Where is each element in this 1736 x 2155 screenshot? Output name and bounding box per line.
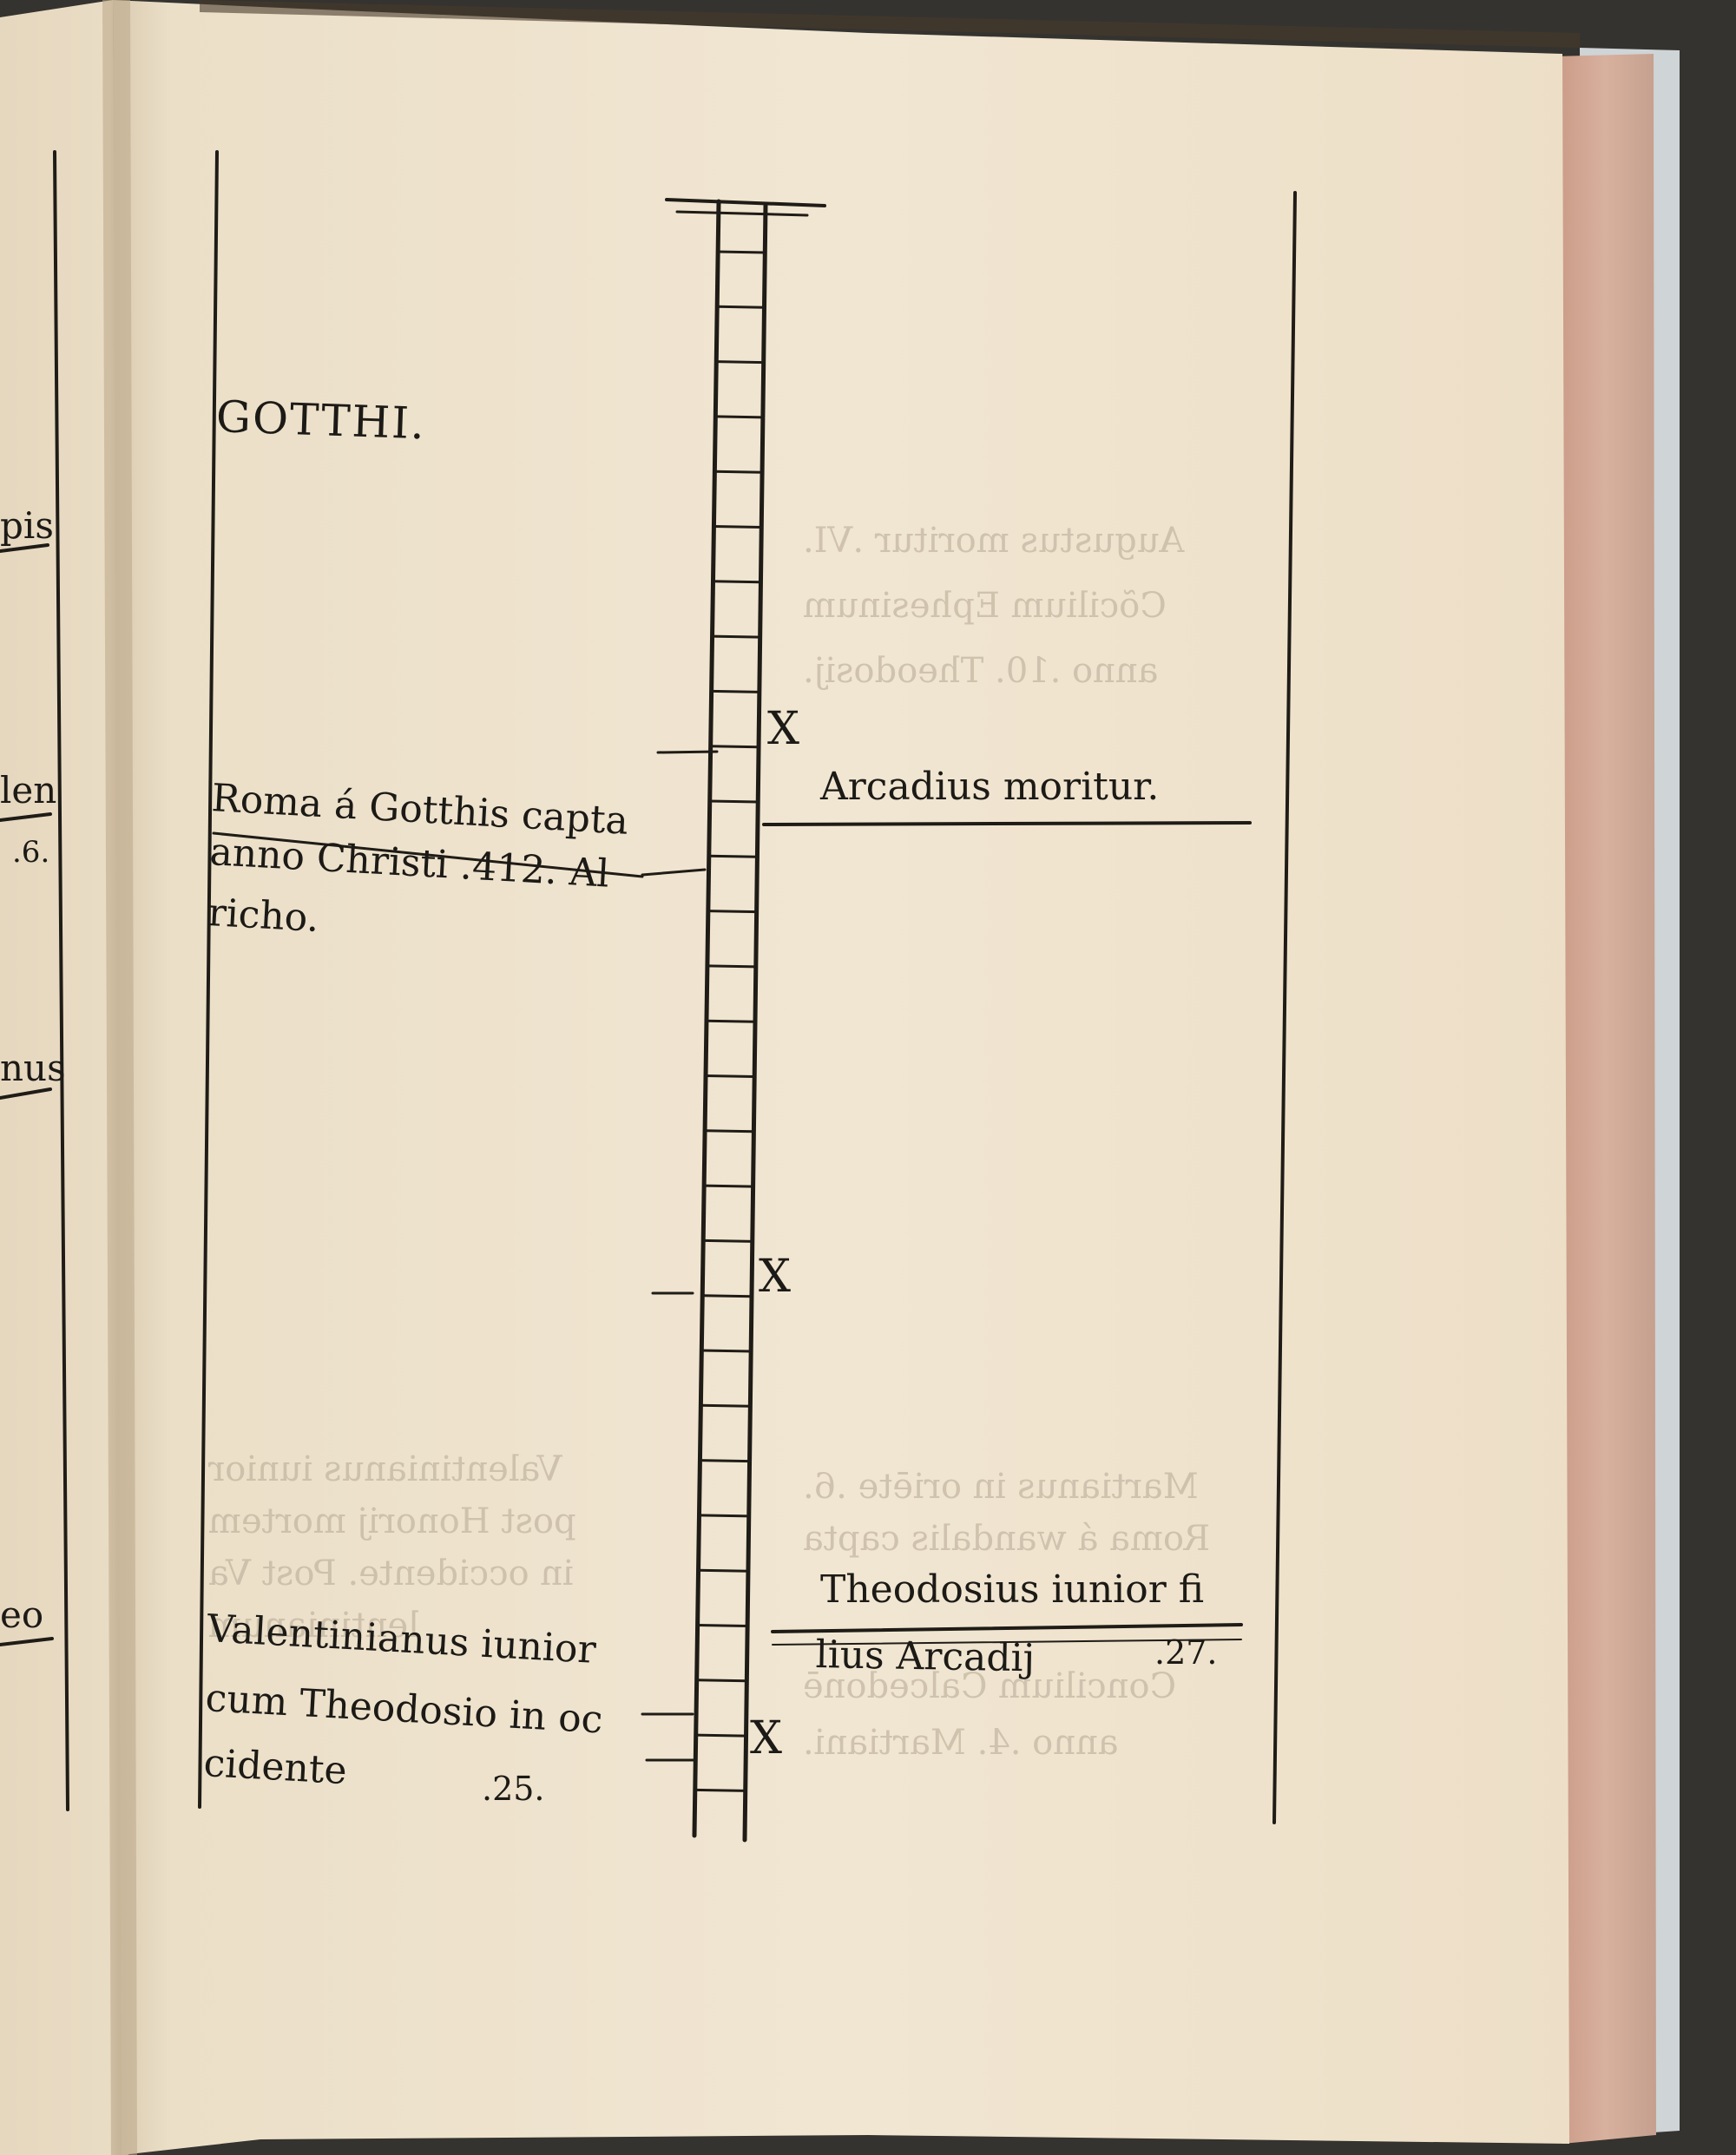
left-page-border xyxy=(53,150,69,1811)
x-mark: X xyxy=(767,703,800,755)
timeline-rung xyxy=(709,799,759,804)
ghost-line: Augustus moritur .VI. xyxy=(803,521,1185,561)
timeline-rung xyxy=(711,689,760,693)
left-page xyxy=(0,0,128,2155)
event-text-line: Arcadius moritur. xyxy=(820,765,1160,809)
ghost-line: in occidente. Post Va xyxy=(208,1554,574,1593)
right-border-line xyxy=(1272,191,1297,1824)
timeline-rung xyxy=(698,1568,749,1573)
ghost-line: anno .4. Martiani. xyxy=(803,1723,1119,1763)
timeline-rung xyxy=(707,964,756,969)
left-page-text: .6. xyxy=(12,835,50,870)
left-page-text: len xyxy=(0,769,57,811)
left-page-text: nus xyxy=(0,1047,66,1089)
timeline-rung xyxy=(701,1349,752,1353)
event-number: .25. xyxy=(482,1770,545,1808)
event-text-line: lius Arcadij xyxy=(815,1633,1036,1681)
timeline-rung xyxy=(714,470,763,474)
timeline-rung xyxy=(702,1294,753,1298)
timeline-rung xyxy=(713,525,762,529)
timeline-rail-right xyxy=(742,202,768,1843)
event-text-line: richo. xyxy=(207,890,320,942)
timeline-cap xyxy=(665,198,826,207)
timeline-rung xyxy=(703,1238,753,1243)
timeline-rung xyxy=(710,745,760,749)
timeline-rung xyxy=(712,634,760,639)
left-border-line xyxy=(198,150,219,1809)
column-heading: GOTTHI. xyxy=(215,391,427,450)
timeline-rung xyxy=(718,250,766,254)
timeline-rung xyxy=(713,580,761,584)
timeline-rung xyxy=(699,1514,749,1518)
event-text-line: Theodosius iunior fi xyxy=(820,1567,1205,1612)
ghost-line: Valentinianus iunior xyxy=(208,1449,562,1489)
left-page-text: eo xyxy=(0,1593,44,1636)
x-mark: X xyxy=(750,1712,783,1764)
ghost-line: Roma á wandalis capta xyxy=(803,1519,1211,1559)
page-edge-red xyxy=(1554,54,1656,2144)
timeline-rung xyxy=(706,1019,756,1023)
timeline-rung xyxy=(708,854,758,858)
timeline-rung xyxy=(700,1403,751,1408)
timeline-rung xyxy=(705,1129,754,1133)
timeline-rung xyxy=(707,910,757,914)
timeline-rung xyxy=(716,360,764,365)
timeline-rung xyxy=(700,1459,750,1463)
ghost-line: anno .10. Theodosij. xyxy=(803,651,1159,691)
timeline-rung xyxy=(695,1733,746,1738)
ghost-line: Cõcilium Ephesinum xyxy=(803,586,1167,626)
event-number: .27. xyxy=(1154,1633,1218,1672)
timeline-rung xyxy=(696,1679,747,1683)
left-page-text: pis xyxy=(0,504,54,547)
ghost-line: Martianus in oriēte .6. xyxy=(803,1467,1199,1507)
timeline-rail-left xyxy=(692,199,721,1838)
x-mark: X xyxy=(759,1251,792,1303)
timeline-rung xyxy=(717,305,765,309)
timeline-rung xyxy=(705,1074,755,1078)
event-text-line: cidente xyxy=(202,1741,348,1794)
ghost-line: post Honorij mortem xyxy=(208,1501,576,1541)
main-page xyxy=(113,0,1569,2155)
